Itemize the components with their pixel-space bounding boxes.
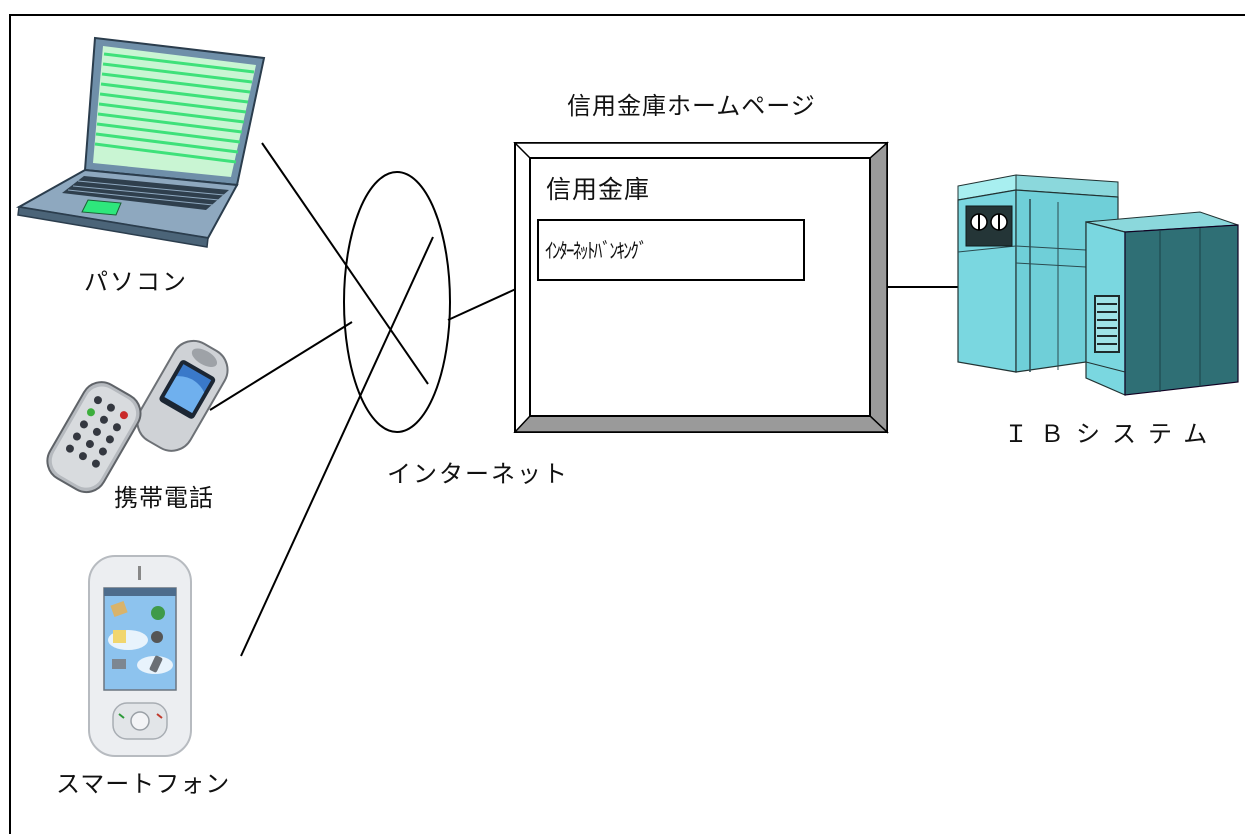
internet-ellipse [343, 171, 451, 433]
flip-phone-icon [46, 339, 229, 494]
smartphone-icon [88, 555, 192, 757]
server-icon [957, 174, 1239, 396]
phone-connection-line [209, 321, 353, 411]
bank-name: 信用金庫 [546, 175, 651, 204]
laptop-icon [16, 36, 266, 248]
internet-banking-label: ｲﾝﾀｰﾈｯﾄﾊﾞﾝｷﾝｸﾞ [545, 239, 647, 263]
network-diagram [16, 36, 1239, 757]
homepage-title: 信用金庫ホームページ [567, 92, 816, 120]
smartphone-connection-line [240, 236, 434, 657]
internet-homepage-line [447, 287, 519, 321]
smartphone-label: スマートフォン [56, 770, 231, 798]
homepage-frame [513, 141, 889, 434]
internet-label: インターネット [387, 460, 569, 488]
ib-system-label: ＩＢシステム [1004, 420, 1220, 448]
pc-connection-line [261, 142, 429, 385]
pc-label: パソコン [84, 268, 188, 296]
internet-banking-button[interactable]: ｲﾝﾀｰﾈｯﾄﾊﾞﾝｷﾝｸﾞ [537, 219, 805, 281]
diagram-frame [9, 14, 1245, 834]
phone-label: 携帯電話 [114, 484, 214, 512]
